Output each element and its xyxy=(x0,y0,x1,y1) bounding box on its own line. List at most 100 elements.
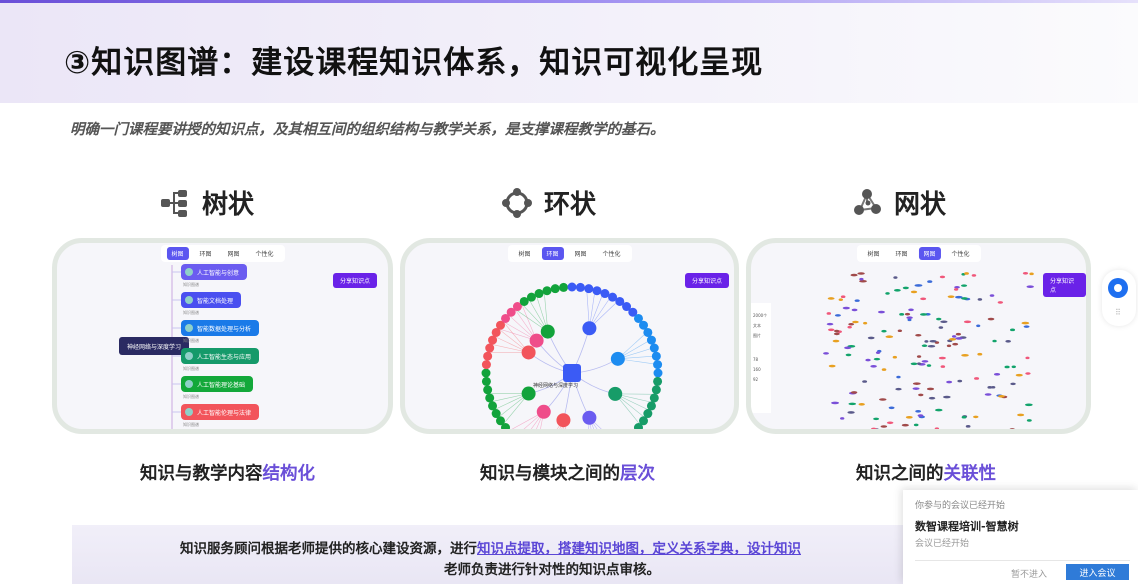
network-node[interactable] xyxy=(1017,413,1025,417)
decline-button[interactable]: 暂不进入 xyxy=(1011,570,1048,580)
network-node[interactable] xyxy=(826,322,834,326)
network-node[interactable] xyxy=(895,387,902,391)
tab-tree[interactable]: 树图 xyxy=(166,247,189,260)
share-button[interactable]: 分享知识点 xyxy=(333,273,378,288)
network-node[interactable] xyxy=(848,402,857,406)
ring-leaf-node[interactable] xyxy=(639,416,649,426)
ring-leaf-node[interactable] xyxy=(643,327,653,337)
ring-leaf-node[interactable] xyxy=(483,351,493,361)
network-node[interactable] xyxy=(926,387,935,391)
ring-leaf-node[interactable] xyxy=(501,313,511,323)
network-node[interactable] xyxy=(901,423,909,427)
floating-assistant-widget[interactable]: ⠿ xyxy=(1102,270,1136,326)
network-node[interactable] xyxy=(834,314,841,317)
network-node[interactable] xyxy=(842,306,850,310)
ring-leaf-node[interactable] xyxy=(550,284,560,294)
ring-leaf-node[interactable] xyxy=(646,335,656,345)
ring-leaf-node[interactable] xyxy=(633,313,643,323)
tab-personalized[interactable]: 个性化 xyxy=(951,251,970,258)
network-node[interactable] xyxy=(946,344,952,348)
network-node[interactable] xyxy=(973,415,979,419)
network-node[interactable] xyxy=(912,382,921,385)
network-node[interactable] xyxy=(939,275,946,279)
network-node[interactable] xyxy=(955,295,963,299)
network-node[interactable] xyxy=(848,322,855,326)
ring-leaf-node[interactable] xyxy=(485,393,495,403)
network-node[interactable] xyxy=(920,313,928,316)
network-node[interactable] xyxy=(961,284,968,287)
network-node[interactable] xyxy=(990,385,996,389)
share-button[interactable]: 分享知识点 xyxy=(685,273,730,288)
network-node[interactable] xyxy=(916,355,922,358)
ring-leaf-node[interactable] xyxy=(653,360,663,370)
network-node[interactable] xyxy=(964,272,969,275)
network-node[interactable] xyxy=(987,386,993,389)
network-node[interactable] xyxy=(832,339,840,343)
network-node[interactable] xyxy=(870,365,877,368)
network-node[interactable] xyxy=(827,297,835,300)
network-node[interactable] xyxy=(897,329,903,333)
network-node[interactable] xyxy=(977,352,983,356)
network-node[interactable] xyxy=(961,354,969,357)
network-node[interactable] xyxy=(993,373,1001,376)
ring-leaf-node[interactable] xyxy=(495,320,505,330)
network-node[interactable] xyxy=(935,408,943,412)
network-node[interactable] xyxy=(904,312,911,316)
network-node[interactable] xyxy=(918,393,924,397)
ring-leaf-node[interactable] xyxy=(526,292,536,302)
tab-tree[interactable]: 树图 xyxy=(518,251,531,258)
ring-leaf-node[interactable] xyxy=(653,376,663,386)
ring-leaf-node[interactable] xyxy=(643,409,653,419)
ring-leaf-node[interactable] xyxy=(628,429,637,434)
network-node[interactable] xyxy=(885,335,894,339)
network-node[interactable] xyxy=(992,339,997,343)
ring-leaf-node[interactable] xyxy=(567,282,577,292)
network-node[interactable] xyxy=(957,379,963,383)
ring-leaf-node[interactable] xyxy=(628,307,638,317)
network-node[interactable] xyxy=(1029,272,1034,276)
network-node[interactable] xyxy=(875,351,881,354)
network-node[interactable] xyxy=(896,375,901,379)
network-node[interactable] xyxy=(954,285,960,289)
network-node[interactable] xyxy=(857,272,865,275)
network-node[interactable] xyxy=(905,415,913,419)
network-node[interactable] xyxy=(924,340,929,343)
network-node[interactable] xyxy=(987,317,995,321)
network-node[interactable] xyxy=(862,380,868,383)
ring-leaf-node[interactable] xyxy=(519,296,529,306)
network-node[interactable] xyxy=(965,425,971,428)
ring-leaf-node[interactable] xyxy=(651,385,661,395)
network-node[interactable] xyxy=(838,298,843,301)
ring-leaf-node[interactable] xyxy=(575,282,585,292)
network-node[interactable] xyxy=(902,286,909,290)
network-node[interactable] xyxy=(1009,428,1015,431)
network-node[interactable] xyxy=(912,387,920,390)
network-node[interactable] xyxy=(940,365,946,368)
tree-child-node[interactable]: 智能文档处理 xyxy=(181,292,242,308)
network-node[interactable] xyxy=(1022,272,1029,275)
network-node[interactable] xyxy=(852,320,859,324)
network-node[interactable] xyxy=(920,297,927,301)
ring-center-node[interactable] xyxy=(563,364,581,382)
network-node[interactable] xyxy=(921,360,929,363)
network-node[interactable] xyxy=(880,430,884,433)
ring-leaf-node[interactable] xyxy=(488,335,498,345)
network-node[interactable] xyxy=(1026,285,1034,288)
network-node[interactable] xyxy=(934,427,940,430)
network-node[interactable] xyxy=(845,353,852,357)
network-node[interactable] xyxy=(917,414,924,417)
network-node[interactable] xyxy=(955,337,963,340)
network-node[interactable] xyxy=(974,377,980,380)
ring-leaf-node[interactable] xyxy=(622,302,632,312)
network-node[interactable] xyxy=(943,395,951,399)
network-node[interactable] xyxy=(847,325,852,329)
network-node[interactable] xyxy=(859,279,867,283)
tab-network[interactable]: 网图 xyxy=(918,247,941,260)
ring-leaf-node[interactable] xyxy=(646,401,656,411)
network-node[interactable] xyxy=(854,299,860,302)
ring-leaf-node[interactable] xyxy=(639,320,649,330)
tab-ring[interactable]: 环图 xyxy=(199,251,212,258)
ring-leaf-node[interactable] xyxy=(491,409,501,419)
network-node[interactable] xyxy=(1005,340,1011,343)
assistant-logo-icon[interactable] xyxy=(1108,278,1128,298)
